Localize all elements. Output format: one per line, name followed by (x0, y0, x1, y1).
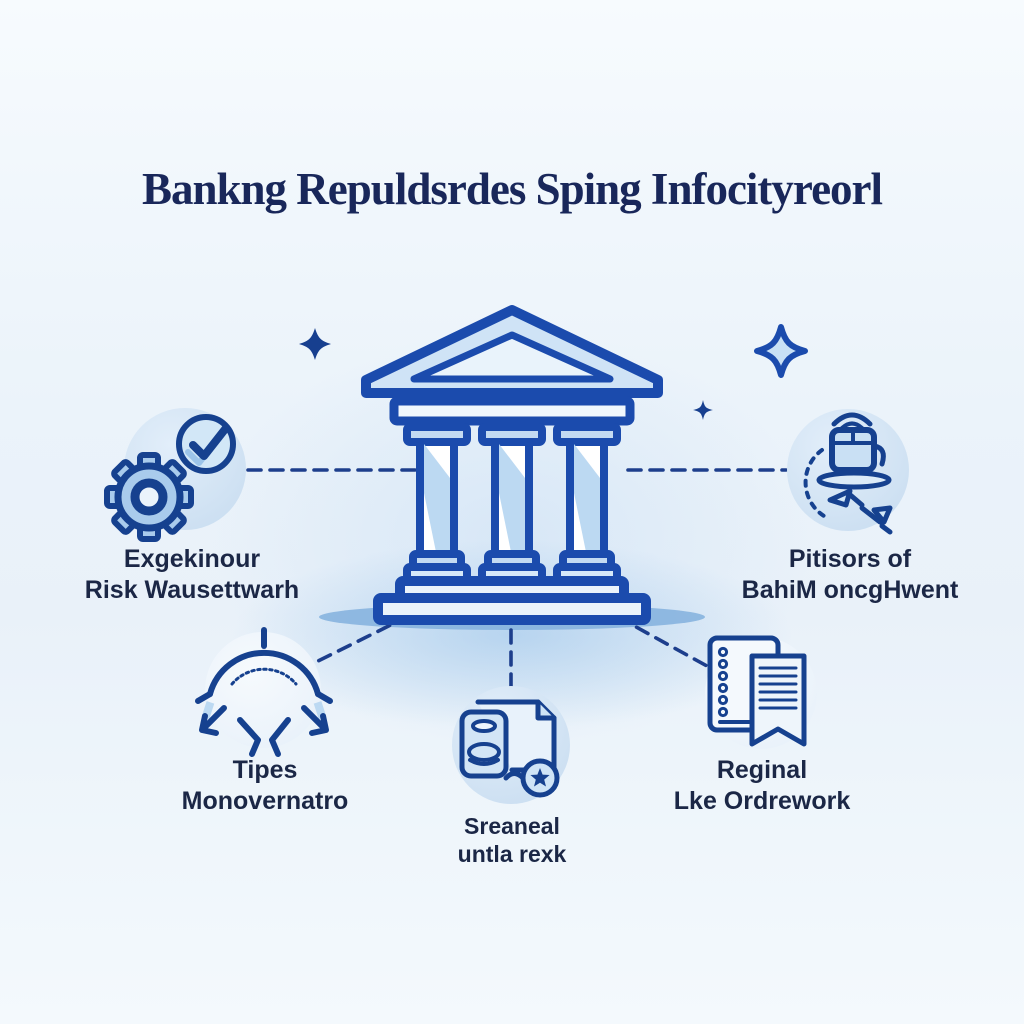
spread-arrows-icon (195, 627, 333, 757)
bank-building-icon (361, 305, 663, 625)
risk-node-label-line1: Exgekinour (123, 545, 261, 573)
lock-plate-arrows-icon (803, 412, 893, 535)
document-seal-icon (459, 699, 560, 798)
bank-management-node-label-line2: BahiM oncgHwent (741, 575, 959, 604)
risk-node-label: Exgekinour Risk Wausettwarh (42, 544, 342, 605)
types-node-label: Tipes Monovernatro (115, 755, 415, 816)
seal-node-label-line1: Sreaneal (464, 813, 560, 839)
check-circle-glyph (176, 414, 236, 474)
framework-node-label: Reginal Lke Ordrework (612, 755, 912, 816)
sparkle-star-right-large (754, 324, 808, 378)
gear-check-icon (104, 414, 236, 542)
gear-glyph (104, 452, 194, 542)
base-step-lower (373, 593, 651, 625)
framework-node-label-line1: Reginal (716, 756, 808, 784)
seal-node-label-line2: untla rexk (457, 841, 567, 868)
framework-node-label-line2: Lke Ordrework (673, 786, 851, 815)
plate (816, 470, 892, 490)
types-node-label-line2: Monovernatro (181, 786, 349, 815)
bank-management-node-label-line1: Pitisors of (788, 545, 912, 573)
bank-management-node-label: Pitisors of BahiM oncgHwent (700, 544, 1000, 605)
checklist-certificate-icon (707, 635, 807, 747)
entablature (389, 396, 635, 426)
arrow-flags (827, 488, 893, 535)
pediment-inner (410, 331, 614, 383)
risk-node-label-line2: Risk Wausettwarh (84, 575, 300, 604)
sparkle-star-left (299, 328, 331, 360)
types-node-label-line1: Tipes (232, 756, 298, 784)
seal-node-label: Sreaneal untla rexk (362, 812, 662, 868)
columns (403, 423, 621, 585)
sparkle-star-right-small (693, 400, 713, 420)
page-title: Bankng Repuldsrdes Sping Infocityreorl (141, 164, 883, 214)
